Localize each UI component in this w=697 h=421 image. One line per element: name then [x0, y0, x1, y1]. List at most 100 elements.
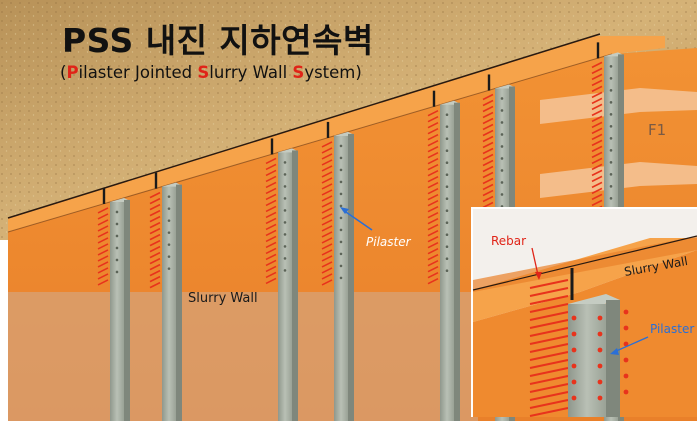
- rebar-bar: [591, 163, 603, 171]
- rebar-bar: [97, 267, 109, 274]
- pilaster-bolt: [445, 233, 449, 236]
- rebar-bar: [427, 229, 439, 237]
- rebar-bar: [482, 177, 494, 185]
- rebar-bar: [149, 233, 161, 241]
- inset-rebar-bar: [529, 343, 569, 353]
- pilaster-bolt: [339, 204, 343, 208]
- inset-rebar-dot: [571, 331, 577, 337]
- rebar-bar: [149, 275, 161, 283]
- rebar-bar: [427, 253, 439, 261]
- inset-rebar-dot: [597, 363, 603, 369]
- slurry-wall-label: Slurry Wall: [188, 291, 258, 306]
- rebar-bar: [591, 187, 603, 195]
- inset-rebar-label: Rebar: [491, 234, 526, 248]
- rebar-bar: [591, 127, 603, 135]
- rebar-bar: [321, 237, 333, 244]
- pilaster-bolt: [339, 144, 343, 148]
- rebar-bar: [149, 215, 161, 223]
- pilaster-bolt: [609, 113, 613, 116]
- rebar-bar: [591, 85, 603, 93]
- pilaster-bolt: [445, 113, 449, 116]
- wall-top-edge: [7, 33, 601, 219]
- rebar-bar: [591, 61, 603, 69]
- pilaster-bolt: [609, 101, 613, 104]
- rebar-bar: [427, 205, 439, 213]
- rebar-bar: [591, 115, 603, 123]
- pilaster-bolt: [283, 245, 287, 248]
- rebar-bar: [482, 201, 494, 209]
- subtitle-segment: lurry Wall: [209, 63, 293, 82]
- rebar-bar: [149, 281, 161, 289]
- rebar-bar: [265, 217, 277, 225]
- pilaster-bolt: [609, 125, 613, 128]
- rebar-bar: [427, 181, 439, 189]
- rebar-bar: [591, 133, 603, 141]
- pilaster-bolt: [609, 77, 613, 80]
- rebar-bar: [427, 139, 439, 147]
- rebar-bar: [321, 171, 333, 178]
- rebar-bar: [149, 221, 161, 229]
- inset-rebar-dot: [597, 315, 603, 321]
- pilaster-bolt: [500, 109, 504, 112]
- rebar-bar: [321, 267, 333, 274]
- subtitle-initial: P: [66, 63, 79, 82]
- rebar-bar: [321, 255, 333, 262]
- inset-rebar-dot: [623, 309, 629, 315]
- rebar-bar: [265, 241, 277, 249]
- inset-rebar-dot: [597, 395, 603, 401]
- diagram-title: PSS 내진 지하연속벽: [62, 21, 374, 60]
- rebar-bar: [591, 97, 603, 105]
- rebar-bar: [482, 117, 494, 125]
- pilaster-bolt: [445, 221, 449, 224]
- rebar-bar: [482, 165, 494, 173]
- pilaster-bolt: [283, 257, 287, 260]
- inset-rebar-bar: [529, 319, 569, 329]
- rebar-bar: [482, 135, 494, 143]
- pilaster-bolt: [500, 121, 504, 124]
- pilaster-bolt: [167, 207, 171, 210]
- inset-rebar-dot: [571, 395, 577, 401]
- rebar-bar: [321, 189, 333, 196]
- rebar-bar: [97, 279, 109, 286]
- rebar-bar: [427, 277, 439, 285]
- rebar-bar: [321, 249, 333, 256]
- rebar-bar: [427, 241, 439, 249]
- pilaster-pointer-arrowhead: [340, 207, 349, 214]
- inset-rebar-dot: [623, 357, 629, 363]
- rebar-bar: [591, 151, 603, 159]
- rebar-bar: [427, 187, 439, 195]
- rebar-bar: [427, 121, 439, 129]
- rebar-bar: [97, 225, 109, 232]
- inset-rebar-bar: [529, 295, 569, 305]
- pilaster-bolt: [283, 197, 287, 200]
- rebar-bar: [321, 165, 333, 172]
- subtitle-initial: S: [292, 63, 305, 82]
- rebar-bar: [427, 211, 439, 219]
- rebar-bar: [321, 261, 333, 268]
- rebar-bar: [591, 73, 603, 81]
- rebar-bar: [427, 145, 439, 153]
- rebar-bar: [265, 277, 277, 285]
- subtitle-open-paren: (: [60, 63, 67, 82]
- rebar-bar: [265, 205, 277, 213]
- pilaster-face: [162, 186, 176, 421]
- pilaster-bolt: [609, 89, 613, 92]
- rebar-bar: [149, 263, 161, 271]
- rebar-bar: [265, 253, 277, 261]
- inset-rebar-dot: [623, 325, 629, 331]
- rebar-bar: [321, 195, 333, 202]
- pilaster-pointer-arrow: [342, 209, 373, 231]
- inset-rebar-bar: [529, 391, 569, 401]
- pilaster-bolt: [339, 276, 343, 280]
- rebar-bar: [149, 197, 161, 205]
- pilaster-bolt: [609, 173, 613, 176]
- wall-top-face: [8, 36, 665, 232]
- inset-rebar-bar: [529, 383, 569, 393]
- subtitle-text: Pilaster Jointed Slurry Wall System: [66, 63, 355, 82]
- pilaster-bolt: [609, 185, 613, 188]
- pilaster-bolt: [445, 125, 449, 128]
- rebar-bar: [482, 93, 494, 101]
- rebar-bar: [427, 109, 439, 117]
- pilaster-bolt: [445, 257, 449, 260]
- rebar-bar: [591, 103, 603, 111]
